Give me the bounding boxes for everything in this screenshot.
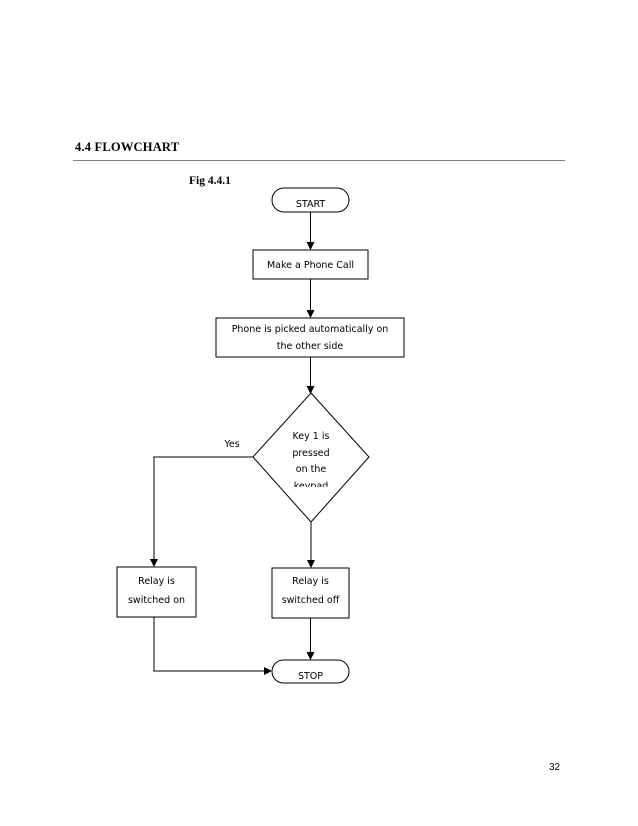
make-call-label: Make a Phone Call bbox=[267, 260, 354, 271]
relay-on-label-line1: Relay is bbox=[138, 576, 175, 587]
phone-picked-label-line1: Phone is picked automatically on bbox=[232, 324, 389, 335]
decision-label-line2: pressed bbox=[292, 448, 329, 459]
decision-label-line1: Key 1 is bbox=[293, 431, 330, 442]
yes-branch-label: Yes bbox=[223, 439, 239, 450]
relay-on-label-line2: switched on bbox=[128, 595, 185, 606]
stop-label: STOP bbox=[298, 671, 323, 682]
decision-label-line3: on the bbox=[296, 464, 327, 475]
heading-divider bbox=[73, 160, 565, 161]
section-heading: 4.4 FLOWCHART bbox=[75, 140, 180, 154]
arrow-relay-on-to-stop bbox=[153, 617, 272, 675]
start-label: START bbox=[296, 199, 326, 210]
start-node: START bbox=[271, 187, 350, 213]
page-number: 32 bbox=[549, 762, 561, 773]
arrow-yes-to-relay-on bbox=[150, 456, 253, 567]
phone-picked-node: Phone is picked automatically on the oth… bbox=[215, 317, 405, 358]
relay-off-label-line2: switched off bbox=[282, 595, 340, 606]
figure-caption: Fig 4.4.1 bbox=[189, 175, 231, 187]
decision-node: Key 1 is pressed on the keypad bbox=[252, 392, 370, 523]
stop-node: STOP bbox=[271, 659, 350, 684]
phone-picked-label-line2: the other side bbox=[277, 341, 344, 352]
relay-on-node: Relay is switched on bbox=[116, 566, 197, 618]
relay-off-node: Relay is switched off bbox=[271, 567, 350, 619]
relay-off-label-line1: Relay is bbox=[292, 576, 329, 587]
decision-label-line4: keypad bbox=[294, 481, 329, 492]
make-call-node: Make a Phone Call bbox=[252, 249, 369, 280]
